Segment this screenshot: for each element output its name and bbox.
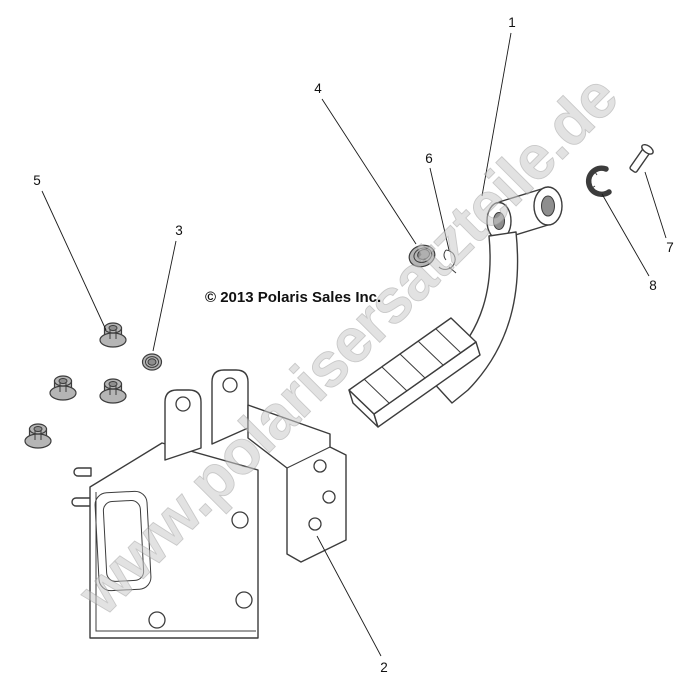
callout-8: 8 bbox=[649, 278, 657, 293]
bracket-cutout-outer bbox=[94, 490, 152, 592]
leader-line-7 bbox=[644, 171, 667, 239]
leader-line-4 bbox=[321, 98, 417, 245]
part-push-nut-washer bbox=[141, 353, 163, 371]
washer-bore bbox=[147, 358, 157, 366]
bracket-flange-hole bbox=[322, 490, 336, 504]
callout-7: 7 bbox=[666, 240, 674, 255]
leader-line-2 bbox=[316, 535, 382, 657]
washer-ring bbox=[145, 356, 159, 368]
leader-line-3 bbox=[152, 240, 177, 352]
e-clip-body bbox=[585, 165, 612, 197]
callout-2: 2 bbox=[380, 660, 388, 675]
flange-nut bbox=[99, 322, 127, 348]
part-pedal-assembly bbox=[348, 186, 563, 428]
pedal-tread-ribs bbox=[363, 328, 462, 404]
leader-line-6 bbox=[429, 167, 450, 251]
callout-5: 5 bbox=[33, 173, 41, 188]
bracket-hole bbox=[235, 591, 253, 609]
e-clip-notch bbox=[588, 168, 598, 191]
callout-1: 1 bbox=[508, 15, 516, 30]
watermark-text: www.polarisersatzteile.de bbox=[65, 62, 631, 628]
flange-nut bbox=[99, 378, 127, 404]
bracket-bend-line bbox=[286, 446, 331, 469]
bracket-lug-hole bbox=[222, 377, 238, 393]
bracket-plate-edge bbox=[95, 492, 256, 632]
bushing-rim bbox=[413, 247, 433, 263]
bracket-hole bbox=[231, 511, 249, 529]
leader-line-1 bbox=[481, 32, 512, 197]
flange-nut bbox=[24, 423, 52, 449]
part-retainer-clip bbox=[438, 249, 457, 274]
callout-6: 6 bbox=[425, 151, 433, 166]
pedal-pivot-left-bore bbox=[493, 212, 505, 230]
callout-numbers: 1 4 6 5 3 7 8 2 bbox=[33, 15, 674, 675]
part-mounting-bracket bbox=[71, 369, 347, 639]
leader-line-5 bbox=[41, 190, 107, 331]
part-pivot-bushing bbox=[408, 244, 436, 268]
bracket-peg bbox=[73, 467, 92, 477]
bracket-lug-hole bbox=[175, 396, 191, 412]
retainer-clip-wire bbox=[438, 249, 457, 274]
bracket-cutout-inner bbox=[102, 500, 145, 582]
copyright-text: © 2013 Polaris Sales Inc. bbox=[205, 289, 381, 306]
bracket-lug bbox=[164, 389, 202, 461]
part-flange-nuts bbox=[24, 322, 127, 449]
bracket-lug bbox=[211, 369, 249, 445]
flange-nut bbox=[49, 375, 77, 401]
leader-lines bbox=[41, 32, 667, 657]
part-pin bbox=[629, 143, 654, 173]
part-e-clip bbox=[585, 165, 612, 197]
leader-line-8 bbox=[601, 193, 650, 277]
callout-4: 4 bbox=[314, 81, 322, 96]
pedal-pivot-right-bore bbox=[541, 195, 555, 217]
callout-3: 3 bbox=[175, 223, 183, 238]
bracket-flange-hole bbox=[308, 517, 322, 531]
bracket-peg bbox=[71, 497, 92, 507]
pin-head bbox=[641, 143, 654, 155]
bushing-bore bbox=[417, 249, 430, 260]
bracket-hole bbox=[148, 611, 166, 629]
bracket-flange-hole bbox=[313, 459, 327, 473]
